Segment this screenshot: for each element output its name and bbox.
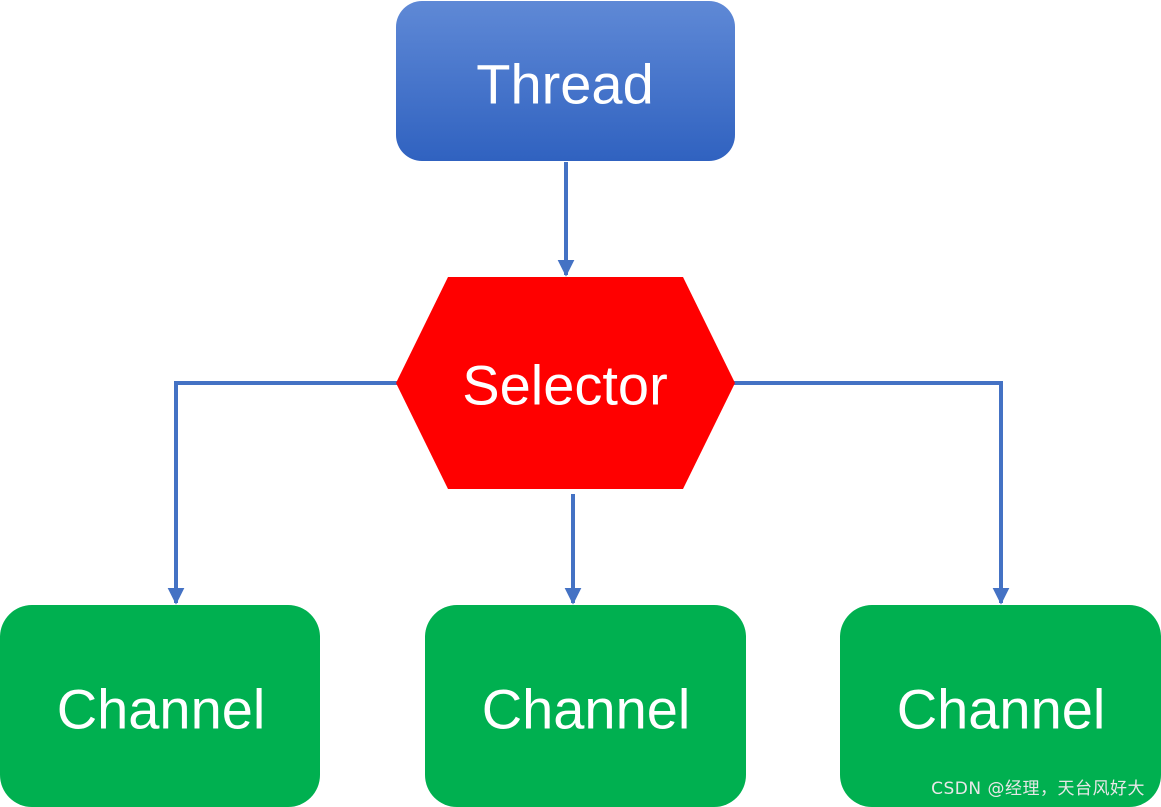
- channel-box: [840, 605, 1161, 807]
- channel-box: [0, 605, 320, 807]
- watermark: CSDN @经理，天台风好大: [931, 779, 1145, 799]
- channel-label: Channel: [897, 678, 1106, 741]
- edge-selector-to-channel-right: [733, 381, 1010, 605]
- edge-selector-to-channel-left: [167, 381, 398, 605]
- thread-box: [396, 1, 735, 161]
- thread-node: Thread: [396, 1, 735, 161]
- channel-box: [425, 605, 746, 807]
- channel-node-left: Channel: [0, 605, 320, 807]
- thread-label: Thread: [476, 53, 653, 116]
- connectors: [167, 162, 1010, 605]
- channel-node-right: Channel: [840, 605, 1161, 807]
- selector-hexagon: [396, 277, 735, 489]
- selector-label: Selector: [462, 354, 667, 417]
- channel-label: Channel: [57, 678, 266, 741]
- channel-label: Channel: [482, 678, 691, 741]
- channel-node-middle: Channel: [425, 605, 746, 807]
- selector-node: Selector: [396, 277, 735, 489]
